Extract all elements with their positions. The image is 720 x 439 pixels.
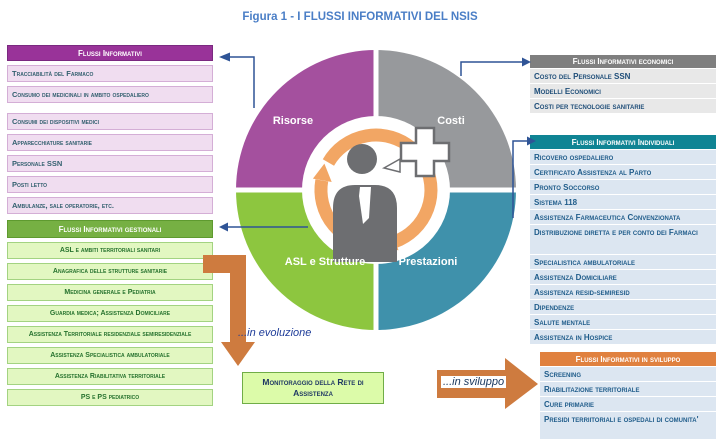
list-item: Assistenza resid-semiresid — [530, 285, 716, 299]
list-item: Apparecchiature sanitarie — [7, 134, 213, 151]
list-item: Consumi dei dispositivi medici — [7, 113, 213, 130]
annotation-in-evoluzione: ...in evoluzione — [238, 327, 312, 339]
list-item: Distribuzione diretta e per conto dei Fa… — [530, 225, 716, 254]
panel-header: Flussi Informativi — [7, 45, 213, 61]
list-item: Medicina generale e Pediatria — [7, 284, 213, 301]
monitoraggio-rete-assistenza-box: Monitoraggio della Rete di Assistenza — [242, 372, 384, 404]
list-item: Assistenza Riabilitativa territoriale — [7, 368, 213, 385]
list-item: Assistenza Specialistica ambulatoriale — [7, 347, 213, 364]
nsis-wheel-diagram: Risorse Costi ASL e Strutture Prestazion… — [232, 46, 520, 334]
list-item: Pronto Soccorso — [530, 180, 716, 194]
panel-flussi-individuali: Flussi Informativi Individuali Ricovero … — [530, 135, 716, 344]
list-item: Assistenza Domiciliare — [530, 270, 716, 284]
panel-flussi-economici: Flussi Informativi economici Costo del P… — [530, 55, 716, 113]
list-item: PS e PS pediatrico — [7, 389, 213, 406]
panel-header: Flussi Informativi gestionali — [7, 220, 213, 238]
list-item: Dipendenze — [530, 300, 716, 314]
list-item: Anagrafica delle strutture sanitarie — [7, 263, 213, 280]
list-item: Screening — [540, 367, 716, 381]
list-item: ASL e ambiti territoriali sanitari — [7, 242, 213, 259]
speech-bubble-tail — [381, 157, 401, 173]
panel-header: Flussi Informativi in sviluppo — [540, 352, 716, 366]
panel-header: Flussi Informativi Individuali — [530, 135, 716, 149]
list-item: Certificato Assistenza al Parto — [530, 165, 716, 179]
list-item: Specialistica ambulatoriale — [530, 255, 716, 269]
wheel-label-asl-strutture: ASL e Strutture — [285, 256, 365, 268]
arrowhead-left-gestionali — [219, 222, 228, 232]
arrowhead-left-informativi — [219, 52, 230, 62]
list-item: Costo del Personale SSN — [530, 69, 716, 83]
list-item: Costi per tecnologie sanitarie — [530, 99, 716, 113]
list-item: Assistenza Territoriale residenziale sem… — [7, 326, 213, 343]
panel-header: Flussi Informativi economici — [530, 55, 716, 68]
list-item: Personale SSN — [7, 155, 213, 172]
wheel-label-prestazioni: Prestazioni — [399, 256, 458, 268]
list-item: Modelli Economici — [530, 84, 716, 98]
list-item: Tracciabilità del Farmaco — [7, 65, 213, 82]
list-item: Cure primarie — [540, 397, 716, 411]
annotation-in-sviluppo: ...in sviluppo — [441, 376, 507, 388]
list-item: Assistenza in Hospice — [530, 330, 716, 344]
figure-title: Figura 1 - I FLUSSI INFORMATIVI DEL NSIS — [242, 11, 478, 23]
list-item: Salute mentale — [530, 315, 716, 329]
list-item: Posti letto — [7, 176, 213, 193]
panel-flussi-sviluppo: Flussi Informativi in sviluppo Screening… — [540, 352, 716, 439]
list-item: Consumo dei medicinali in ambito ospedal… — [7, 86, 213, 103]
person-icon — [333, 144, 397, 262]
panel-flussi-informativi: Flussi Informativi Tracciabilità del Far… — [7, 45, 213, 214]
medical-cross-icon — [399, 126, 451, 178]
wheel-label-risorse: Risorse — [273, 115, 313, 127]
list-item: Ricovero ospedaliero — [530, 150, 716, 164]
wheel-label-costi: Costi — [437, 115, 465, 127]
list-item: Ambulanze, sale operatorie, etc. — [7, 197, 213, 214]
list-item: Guardia medica; Assistenza Domiciliare — [7, 305, 213, 322]
list-item: Riabilitazione territoriale — [540, 382, 716, 396]
list-item: Assistenza Farmaceutica Convenzionata — [530, 210, 716, 224]
list-item: Sistema 118 — [530, 195, 716, 209]
list-item: Presidi terriitoriali e ospedali di comu… — [540, 412, 716, 439]
panel-flussi-gestionali: Flussi Informativi gestionali ASL e ambi… — [7, 220, 213, 406]
